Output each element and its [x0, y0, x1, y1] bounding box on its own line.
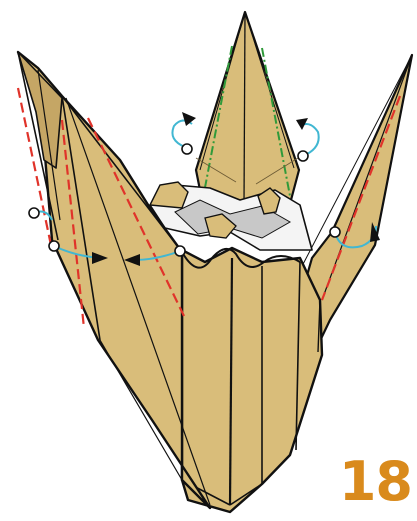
rotate-arrow-icon — [172, 120, 192, 147]
push-arrow-icon — [182, 112, 196, 126]
pivot-dot-icon — [49, 241, 59, 251]
pivot-dot-icon — [29, 208, 39, 218]
pivot-dot-icon — [298, 151, 308, 161]
front-body — [182, 248, 322, 512]
pivot-dot-icon — [330, 227, 340, 237]
center-point-flap — [196, 12, 299, 215]
pivot-dot-icon — [175, 246, 185, 256]
step-number: 18 — [302, 452, 412, 512]
pivot-dot-icon — [182, 144, 192, 154]
